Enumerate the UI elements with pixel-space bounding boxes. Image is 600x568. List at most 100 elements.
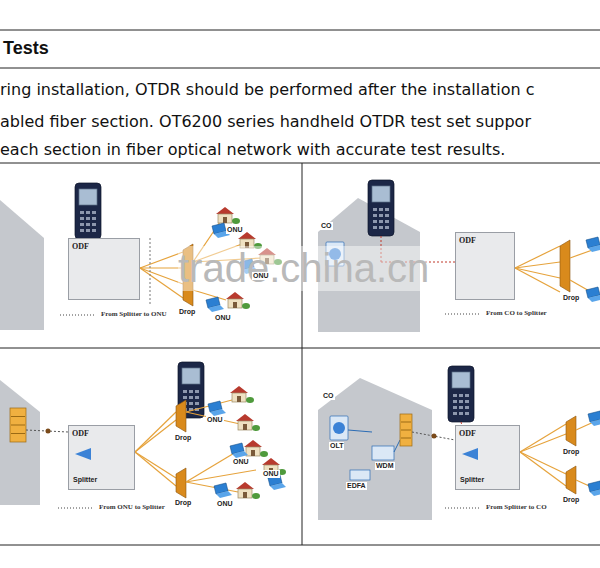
- fiber-line: [394, 440, 400, 452]
- part-label: EDFA: [346, 482, 367, 490]
- otdr-key: [80, 217, 84, 220]
- olt-star: [333, 422, 345, 434]
- splitter-icon: [75, 448, 91, 460]
- fiber-line: [140, 252, 183, 268]
- drop-splitter: [560, 240, 570, 292]
- table-rule: [0, 348, 600, 349]
- house-door: [223, 217, 227, 223]
- connector-slot: [11, 433, 25, 434]
- splitter-label: Splitter: [73, 476, 97, 483]
- otdr-key: [453, 412, 457, 415]
- part-label: ONU: [226, 226, 244, 234]
- splice-point: [432, 434, 437, 439]
- laptop-base: [590, 489, 600, 496]
- part-label: ONU: [214, 314, 232, 322]
- fiber-line: [135, 452, 176, 486]
- otdr-screen: [372, 186, 390, 202]
- otdr-key: [385, 220, 389, 223]
- laptop-base: [588, 295, 600, 302]
- bush: [252, 493, 260, 499]
- otdr-key: [379, 226, 383, 229]
- otdr-key: [183, 390, 187, 393]
- panel-caption: From Splitter to ONU: [100, 310, 168, 318]
- fiber-line: [193, 290, 226, 300]
- splitter-label: Splitter: [460, 476, 484, 483]
- otdr-key: [459, 412, 463, 415]
- table-rule: [0, 30, 600, 31]
- fiber-line: [515, 262, 560, 268]
- laptop-base: [588, 245, 600, 252]
- fiber-line: [186, 482, 238, 492]
- watermark: trade.china.cn: [178, 246, 429, 291]
- otdr-key: [459, 406, 463, 409]
- caption-lead: [445, 314, 481, 315]
- house-roof: [226, 292, 244, 299]
- olt-icon: [330, 416, 348, 440]
- drop-splitter: [566, 416, 576, 446]
- part-label: Drop: [178, 308, 196, 316]
- house-wall: [228, 299, 242, 308]
- house-roof: [244, 440, 262, 447]
- laptop-base: [232, 451, 248, 458]
- part-label: Drop: [562, 294, 580, 302]
- house-door: [243, 424, 247, 430]
- part-label: Drop: [174, 434, 192, 442]
- panel-caption: From CO to Splitter: [485, 309, 548, 317]
- drop-splitter: [176, 400, 186, 432]
- otdr-key: [373, 226, 377, 229]
- otdr-screen: [79, 189, 97, 205]
- fiber-line: [412, 432, 455, 440]
- table-rule: [0, 68, 600, 69]
- otdr-key: [459, 400, 463, 403]
- building: [0, 380, 40, 505]
- fiber-line: [140, 267, 183, 268]
- part-label: ONU: [252, 272, 270, 280]
- heading: Tests: [3, 38, 49, 59]
- fiber-connector: [10, 408, 26, 442]
- otdr-key: [465, 394, 469, 397]
- odf-label: ODF: [72, 242, 89, 251]
- otdr-key: [80, 211, 84, 214]
- odf-box: ODF: [68, 238, 140, 300]
- otdr-key: [86, 223, 90, 226]
- odf-label: ODF: [72, 429, 89, 438]
- otdr-device: [368, 180, 394, 236]
- otdr-screen: [182, 368, 200, 384]
- otdr-key: [92, 223, 96, 226]
- caption-lead: [58, 508, 94, 509]
- otdr-key: [195, 402, 199, 405]
- fiber-line: [135, 452, 176, 478]
- house-wall: [238, 489, 252, 498]
- part-label: Drop: [562, 496, 580, 504]
- otdr-key: [195, 390, 199, 393]
- building: [318, 378, 432, 520]
- otdr-key: [86, 211, 90, 214]
- otdr-key: [379, 220, 383, 223]
- bush: [252, 425, 260, 431]
- fiber-line: [140, 268, 183, 298]
- otdr-key: [86, 217, 90, 220]
- otdr-key: [453, 400, 457, 403]
- house-roof: [216, 207, 234, 214]
- bush: [246, 397, 254, 403]
- part-label: ONU: [216, 500, 234, 508]
- laptop-base: [210, 409, 226, 416]
- part-label: Drop: [174, 499, 192, 507]
- otdr-key: [465, 400, 469, 403]
- otdr-key: [189, 402, 193, 405]
- otdr-key: [183, 396, 187, 399]
- connector-slot: [401, 422, 411, 423]
- otdr-key: [92, 217, 96, 220]
- part-label: ONU: [232, 458, 250, 466]
- laptop-base: [216, 491, 232, 498]
- fiber-line: [186, 400, 232, 412]
- caption-lead: [60, 315, 96, 316]
- otdr-key: [92, 211, 96, 214]
- part-label: ONU: [206, 416, 224, 424]
- part-label: CO: [322, 392, 335, 400]
- connector-slot: [11, 425, 25, 426]
- otdr-device: [448, 366, 474, 422]
- house-door: [237, 396, 241, 402]
- drop-splitter: [176, 468, 186, 498]
- fiber-line: [520, 452, 566, 474]
